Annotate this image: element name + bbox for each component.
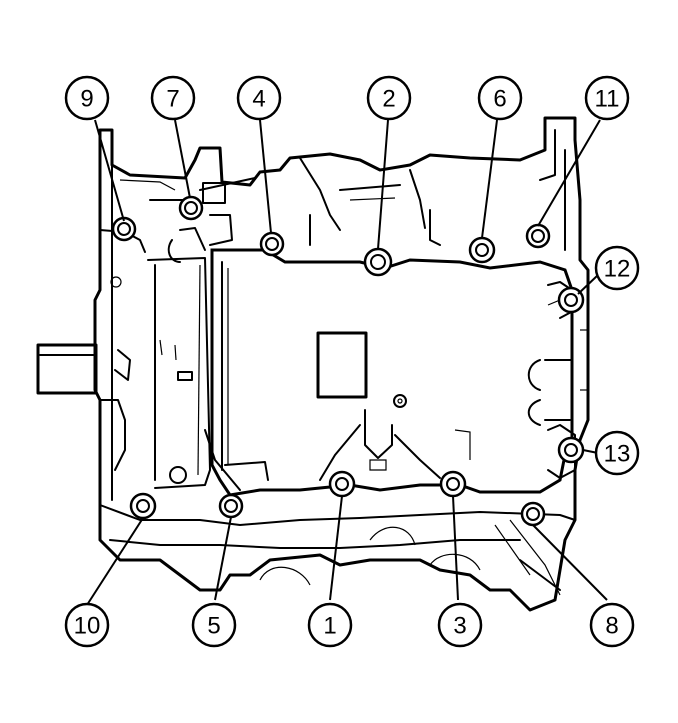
leader-5 bbox=[214, 516, 232, 601]
leader-7 bbox=[174, 119, 191, 199]
callout-10: 10 bbox=[64, 602, 110, 648]
callout-label: 1 bbox=[323, 613, 336, 640]
callout-3: 3 bbox=[437, 602, 483, 648]
callout-label: 6 bbox=[493, 86, 506, 113]
bolt-2 bbox=[363, 247, 393, 277]
callout-8: 8 bbox=[589, 602, 635, 648]
callouts: 9 7 4 2 6 11 12 13 10 5 1 3 8 bbox=[64, 75, 640, 648]
callout-5: 5 bbox=[191, 602, 237, 648]
bolt-1 bbox=[328, 470, 356, 498]
callout-label: 12 bbox=[604, 256, 631, 283]
callout-6: 6 bbox=[477, 75, 523, 121]
bolt-4 bbox=[259, 231, 285, 257]
bolt-7 bbox=[178, 195, 204, 221]
leader-lines bbox=[86, 119, 608, 606]
engine-block-outline bbox=[93, 116, 590, 612]
oil-pan-plate bbox=[210, 248, 574, 497]
leader-1 bbox=[329, 495, 343, 601]
leader-6 bbox=[481, 119, 498, 239]
left-connector-block bbox=[36, 343, 98, 395]
callout-label: 10 bbox=[74, 613, 101, 640]
callout-12: 12 bbox=[594, 245, 640, 291]
leader-12 bbox=[577, 274, 599, 295]
callout-label: 11 bbox=[595, 86, 620, 113]
bolt-11 bbox=[525, 223, 551, 249]
callout-2: 2 bbox=[366, 75, 412, 121]
callout-label: 7 bbox=[166, 86, 179, 113]
leader-2 bbox=[377, 119, 389, 250]
callout-label: 13 bbox=[604, 441, 631, 468]
callout-label: 4 bbox=[252, 86, 265, 113]
leader-4 bbox=[259, 119, 272, 234]
bolt-8 bbox=[520, 501, 546, 527]
bolts bbox=[111, 195, 585, 527]
bolt-12 bbox=[557, 286, 585, 314]
leader-11 bbox=[537, 119, 601, 227]
leader-10 bbox=[86, 517, 144, 606]
bolt-10 bbox=[129, 492, 157, 520]
bolt-3 bbox=[439, 470, 467, 498]
leader-9 bbox=[94, 119, 125, 222]
callout-13: 13 bbox=[594, 430, 640, 476]
callout-1: 1 bbox=[307, 602, 353, 648]
callout-label: 2 bbox=[382, 86, 395, 113]
bolt-9 bbox=[111, 216, 137, 242]
bolt-6 bbox=[468, 236, 496, 264]
callout-label: 9 bbox=[80, 86, 93, 113]
callout-9: 9 bbox=[64, 75, 110, 121]
left-rail bbox=[110, 182, 269, 491]
callout-4: 4 bbox=[236, 75, 282, 121]
bolt-5 bbox=[218, 493, 244, 519]
callout-label: 3 bbox=[453, 613, 466, 640]
leader-8 bbox=[532, 524, 608, 601]
callout-7: 7 bbox=[150, 75, 196, 121]
bolt-13 bbox=[557, 436, 585, 464]
callout-label: 5 bbox=[207, 613, 220, 640]
leader-3 bbox=[452, 495, 459, 601]
callout-11: 11 bbox=[584, 75, 630, 121]
callout-label: 8 bbox=[605, 613, 618, 640]
